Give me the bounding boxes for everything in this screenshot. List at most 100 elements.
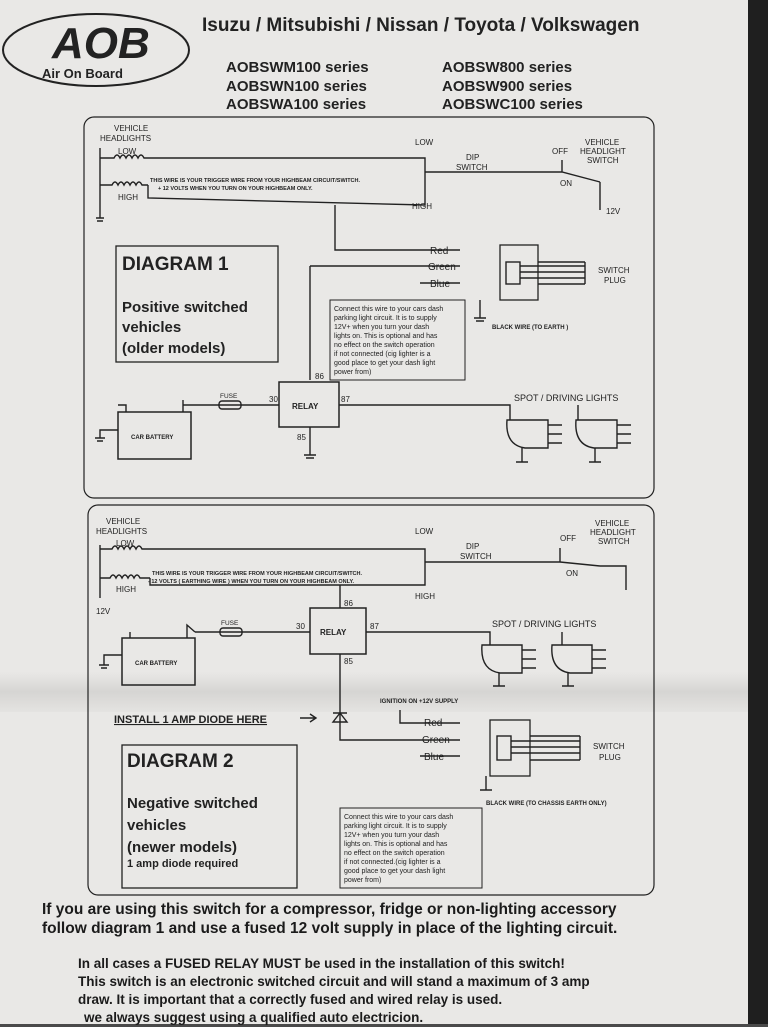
d2-low-switch-label: LOW xyxy=(415,527,434,536)
logo-text: AOB xyxy=(51,19,150,68)
d2-desc-3: (newer models) xyxy=(127,839,237,856)
d2-spot-lights-label: SPOT / DRIVING LIGHTS xyxy=(492,619,596,629)
warning-line-3: draw. It is important that a correctly f… xyxy=(78,992,503,1007)
d2-high-switch-label: HIGH xyxy=(415,592,435,601)
diagram-1-labels: VEHICLE HEADLIGHTS LOW HIGH LOW HIGH DIP… xyxy=(100,124,630,442)
makes-heading: Isuzu / Mitsubishi / Nissan / Toyota / V… xyxy=(202,15,639,36)
warning-line-2: This switch is an electronic switched ci… xyxy=(78,974,590,989)
series-left-1: AOBSWM100 series xyxy=(226,59,369,76)
d2-switch-label: SWITCH xyxy=(460,552,492,561)
d1-trigger-note-1: THIS WIRE IS YOUR TRIGGER WIRE FROM YOUR… xyxy=(150,178,360,184)
d1-relay-label: RELAY xyxy=(292,402,319,411)
d1-hs-switch-label: SWITCH xyxy=(587,156,619,165)
accessory-line-1: If you are using this switch for a compr… xyxy=(42,901,617,918)
instruction-sheet xyxy=(0,0,748,1024)
d2-on-label: ON xyxy=(566,569,578,578)
d1-switch-label: SWITCH xyxy=(456,163,488,172)
series-right-1: AOBSW800 series xyxy=(442,59,572,76)
d2-trigger-note-1: THIS WIRE IS YOUR TRIGGER WIRE FROM YOUR… xyxy=(152,571,362,577)
diagram-1 xyxy=(83,116,655,499)
series-left-3: AOBSWA100 series xyxy=(226,96,366,113)
d2-black-wire-label: BLACK WIRE (TO CHASSIS EARTH ONLY) xyxy=(486,801,607,807)
d1-pin-30: 30 xyxy=(269,395,278,404)
series-right-3: AOBSWC100 series xyxy=(442,96,583,113)
d2-red-label: Red xyxy=(424,718,442,729)
d2-note-6: if not connected.(cig lighter is a xyxy=(344,859,441,866)
d2-diode-note: INSTALL 1 AMP DIODE HERE xyxy=(114,714,267,726)
d2-note-3: 12V+ when you turn your dash xyxy=(344,832,439,839)
d1-fuse-label: FUSE xyxy=(220,393,238,400)
d2-hs-headlight-label: HEADLIGHT xyxy=(590,528,636,537)
d1-vehicle-label: VEHICLE xyxy=(114,124,148,133)
d1-note-8: power from) xyxy=(334,369,371,376)
d1-dip-label: DIP xyxy=(466,153,479,162)
d1-black-wire-label: BLACK WIRE (TO EARTH ) xyxy=(492,325,568,331)
d2-vehicle-label: VEHICLE xyxy=(106,517,140,526)
d1-desc-1: Positive switched xyxy=(122,299,248,316)
d2-note-5: no effect on the switch operation xyxy=(344,850,445,857)
d2-relay-label: RELAY xyxy=(320,628,347,637)
warning-line-1: In all cases a FUSED RELAY MUST be used … xyxy=(78,956,565,971)
d2-headlights-label: HEADLIGHTS xyxy=(96,527,147,536)
d1-switch-plug-2: PLUG xyxy=(604,276,626,285)
d2-title: DIAGRAM 2 xyxy=(127,751,234,772)
d1-note-1: Connect this wire to your cars dash xyxy=(334,306,443,313)
d2-diode-required: 1 amp diode required xyxy=(127,858,238,870)
paper-fold xyxy=(0,672,748,712)
d1-pin-85: 85 xyxy=(297,433,306,442)
d1-desc-3: (older models) xyxy=(122,340,225,357)
d1-on-label: ON xyxy=(560,179,572,188)
d1-blue-label: Blue xyxy=(430,279,450,290)
d2-pin-85: 85 xyxy=(344,657,353,666)
d2-note-1: Connect this wire to your cars dash xyxy=(344,814,453,821)
diagram-2-labels: VEHICLE HEADLIGHTS LOW HIGH 12V LOW HIGH… xyxy=(96,517,636,884)
d2-12v-label: 12V xyxy=(96,607,111,616)
d2-note-4: lights on. This is optional and has xyxy=(344,841,448,848)
d1-off-label: OFF xyxy=(552,147,568,156)
d2-hs-switch-label: SWITCH xyxy=(598,537,630,546)
d1-note-4: lights on. This is optional and has xyxy=(334,333,438,340)
warning-line-4: we always suggest using a qualified auto… xyxy=(84,1010,424,1025)
d2-trigger-note-2: - 12 VOLTS ( EARTHING WIRE ) WHEN YOU TU… xyxy=(148,579,355,585)
d1-note-2: parking light circuit. It is to supply xyxy=(334,315,437,322)
d2-battery-label: CAR BATTERY xyxy=(135,661,177,667)
d1-high-label: HIGH xyxy=(118,193,138,202)
d1-note-5: no effect on the switch operation xyxy=(334,342,435,349)
wiring-sheet-svg: AOB Air On Board Isuzu / Mitsubishi / Ni… xyxy=(2,13,655,896)
d1-battery-label: CAR BATTERY xyxy=(131,435,173,441)
d2-fuse-label: FUSE xyxy=(221,620,239,627)
logo-tagline: Air On Board xyxy=(42,66,123,81)
d2-off-label: OFF xyxy=(560,534,576,543)
d2-ignition-label: IGNITION ON +12V SUPPLY xyxy=(380,699,458,705)
d2-pin-86: 86 xyxy=(344,599,353,608)
d2-switch-plug-2: PLUG xyxy=(599,753,621,762)
d1-red-label: Red xyxy=(430,246,448,257)
d2-note-7: good place to get your dash light xyxy=(344,868,445,875)
accessory-note: If you are using this switch for a compr… xyxy=(0,900,748,938)
d1-switch-plug-1: SWITCH xyxy=(598,266,630,275)
d1-hs-vehicle-label: VEHICLE xyxy=(585,138,619,147)
d2-high-label: HIGH xyxy=(116,585,136,594)
d1-low-label: LOW xyxy=(118,147,137,156)
aob-logo: AOB Air On Board xyxy=(2,13,190,87)
d2-pin-87: 87 xyxy=(370,622,379,631)
d1-note-6: if not connected (cig lighter is a xyxy=(334,351,431,358)
warning-note: In all cases a FUSED RELAY MUST be used … xyxy=(0,955,748,1027)
d1-note-3: 12V+ when you turn your dash xyxy=(334,324,429,331)
accessory-line-2: follow diagram 1 and use a fused 12 volt… xyxy=(42,920,618,937)
d2-switch-plug-1: SWITCH xyxy=(593,742,625,751)
d1-pin-87: 87 xyxy=(341,395,350,404)
d1-headlights-label: HEADLIGHTS xyxy=(100,134,151,143)
d1-hs-headlight-label: HEADLIGHT xyxy=(580,147,626,156)
d2-blue-label: Blue xyxy=(424,752,444,763)
d1-title: DIAGRAM 1 xyxy=(122,254,229,275)
d1-desc-2: vehicles xyxy=(122,319,181,336)
d2-hs-vehicle-label: VEHICLE xyxy=(595,519,629,528)
series-left-2: AOBSWN100 series xyxy=(226,78,367,95)
d1-trigger-note-2: + 12 VOLTS WHEN YOU TURN ON YOUR HIGHBEA… xyxy=(158,186,313,192)
table-edge xyxy=(748,0,768,1024)
d1-high-switch-label: HIGH xyxy=(412,202,432,211)
d2-low-label: LOW xyxy=(116,539,135,548)
d1-pin-86: 86 xyxy=(315,372,324,381)
d1-note-7: good place to get your dash light xyxy=(334,360,435,367)
